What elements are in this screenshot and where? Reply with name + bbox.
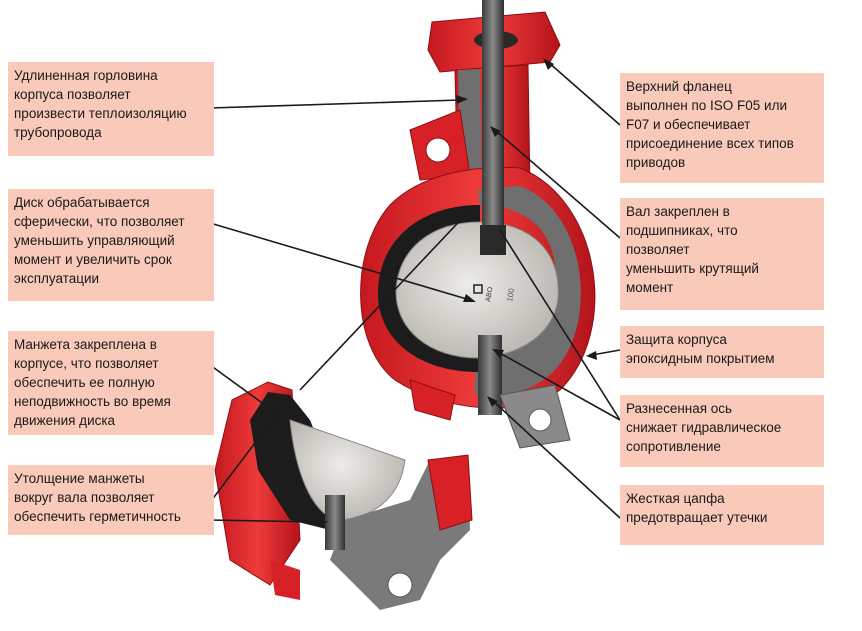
callout-liner: Манжета закреплена в корпусе, что позвол… bbox=[8, 331, 214, 435]
half-section-valve bbox=[214, 381, 473, 610]
leader-right-4b bbox=[497, 351, 621, 421]
lower-lug-left bbox=[409, 379, 456, 421]
leader-right-5 bbox=[491, 399, 621, 519]
body-section bbox=[475, 186, 581, 396]
leader-left-2b bbox=[299, 209, 471, 391]
leader-right-3 bbox=[591, 349, 621, 356]
leader-right-4a bbox=[499, 229, 621, 421]
callout-liner-thickening: Утолщение манжеты вокруг вала позволяет … bbox=[8, 465, 214, 535]
callout-top-flange: Верхний фланец выполнен по ISO F05 или F… bbox=[620, 73, 824, 183]
stem bbox=[482, 0, 504, 232]
leader-right-2 bbox=[494, 129, 621, 239]
leader-right-1 bbox=[547, 61, 621, 126]
main-valve bbox=[360, 0, 596, 449]
callout-offset-axis: Разнесенная ось снижает гидравлическое с… bbox=[620, 395, 824, 467]
leader-left-1 bbox=[209, 99, 461, 109]
disc bbox=[395, 221, 559, 359]
disc-size-mark: 100 bbox=[505, 287, 516, 302]
callout-stem-bearings: Вал закреплен в подшипниках, что позволя… bbox=[620, 198, 824, 310]
lower-trunnion bbox=[478, 335, 502, 415]
liner bbox=[377, 205, 480, 372]
leader-left-3 bbox=[209, 364, 266, 406]
leader-left-4b bbox=[207, 519, 323, 523]
callout-trunnion: Жесткая цапфа предотвращает утечки bbox=[620, 485, 824, 545]
leader-lines bbox=[207, 58, 621, 526]
leader-left-4 bbox=[207, 409, 281, 506]
callout-disc: Диск обрабатывается сферически, что позв… bbox=[8, 189, 214, 301]
callout-neck: Удлиненная горловина корпуса позволяет п… bbox=[8, 62, 214, 156]
disc-code-mark: ABO bbox=[485, 286, 495, 302]
half-stem bbox=[325, 495, 345, 550]
leader-left-2 bbox=[209, 222, 471, 301]
callout-epoxy: Защита корпуса эпоксидным покрытием bbox=[620, 326, 824, 378]
